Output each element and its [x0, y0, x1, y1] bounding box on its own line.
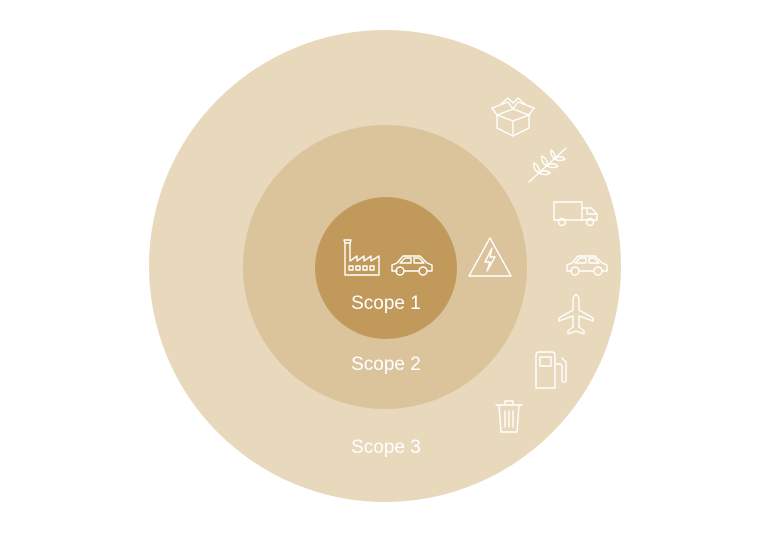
scope-2-label: Scope 2 — [351, 354, 421, 375]
truck-icon — [553, 200, 599, 228]
wheat-icon — [526, 145, 570, 185]
trash-can-icon — [494, 398, 524, 434]
scope-3-label: Scope 3 — [351, 437, 421, 458]
car-icon — [564, 252, 610, 278]
car-icon — [389, 252, 435, 278]
electricity-warning-icon — [467, 236, 513, 278]
scope-1-label: Scope 1 — [351, 293, 421, 314]
factory-icon — [343, 239, 381, 277]
airplane-icon — [557, 294, 595, 336]
fuel-pump-icon — [533, 350, 569, 390]
box-icon — [491, 95, 535, 139]
scope-1-circle — [315, 197, 457, 339]
